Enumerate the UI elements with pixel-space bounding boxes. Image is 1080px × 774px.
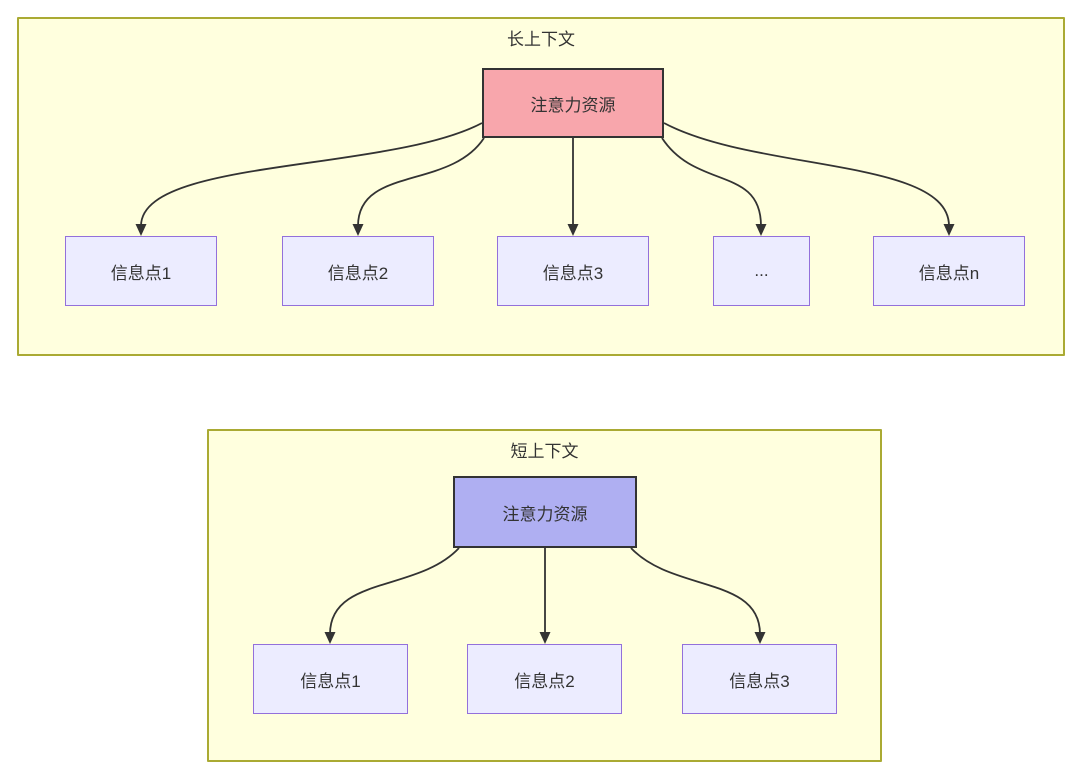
node-long-info-point-n: 信息点n	[873, 236, 1025, 306]
cluster-long-title: 长上下文	[507, 30, 575, 49]
node-attention-resource-short: 注意力资源	[453, 476, 637, 548]
node-long-info-point-2: 信息点2	[282, 236, 434, 306]
node-long-info-point-1: 信息点1	[65, 236, 217, 306]
node-long-info-point-ellipsis: ...	[713, 236, 810, 306]
node-short-info-point-2: 信息点2	[467, 644, 622, 714]
node-long-info-point-3: 信息点3	[497, 236, 649, 306]
cluster-short-title: 短上下文	[510, 442, 579, 461]
node-short-info-point-3: 信息点3	[682, 644, 837, 714]
node-attention-resource-long: 注意力资源	[482, 68, 664, 138]
node-short-info-point-1: 信息点1	[253, 644, 408, 714]
